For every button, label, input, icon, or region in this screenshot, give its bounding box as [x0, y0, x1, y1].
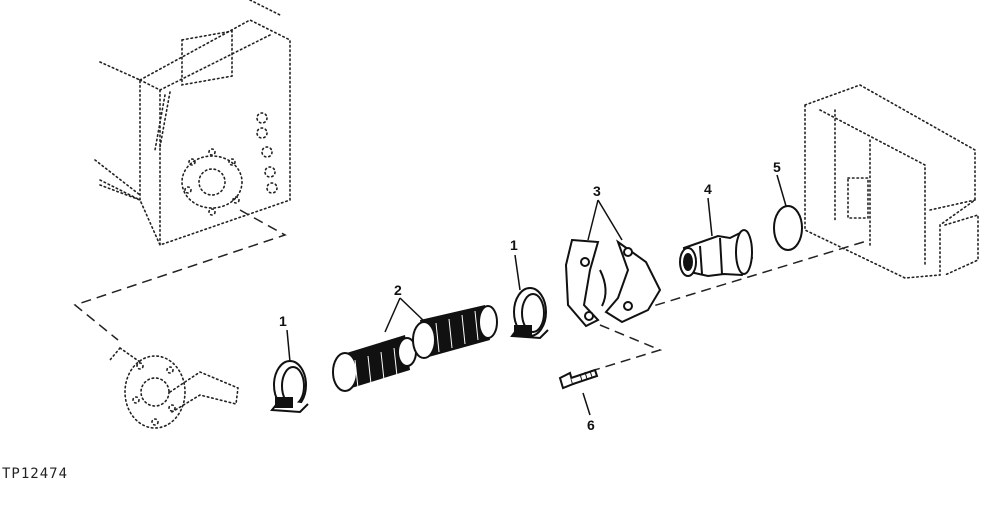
flexible-hoses — [332, 305, 498, 392]
exhaust-adapter — [679, 229, 754, 278]
callout-3: 3 — [593, 183, 601, 199]
callout-6: 6 — [587, 417, 595, 433]
muffler-assembly — [804, 84, 979, 279]
split-flange — [564, 238, 662, 328]
callout-2: 2 — [394, 282, 402, 298]
assembly-leader-lines — [73, 209, 871, 373]
callout-1-right: 1 — [510, 237, 518, 253]
callout-4: 4 — [704, 181, 712, 197]
exhaust-flange-elbow — [109, 347, 239, 429]
callout-5: 5 — [773, 159, 781, 175]
gasket-ring — [773, 205, 803, 251]
engine-housing — [94, 0, 291, 246]
callout-leaders — [286, 174, 787, 416]
hose-clamp-left — [270, 360, 309, 414]
cap-screw — [558, 368, 599, 390]
hose-clamp-right — [510, 287, 549, 340]
figure-id: TP12474 — [2, 466, 69, 482]
callout-1-left: 1 — [279, 313, 287, 329]
